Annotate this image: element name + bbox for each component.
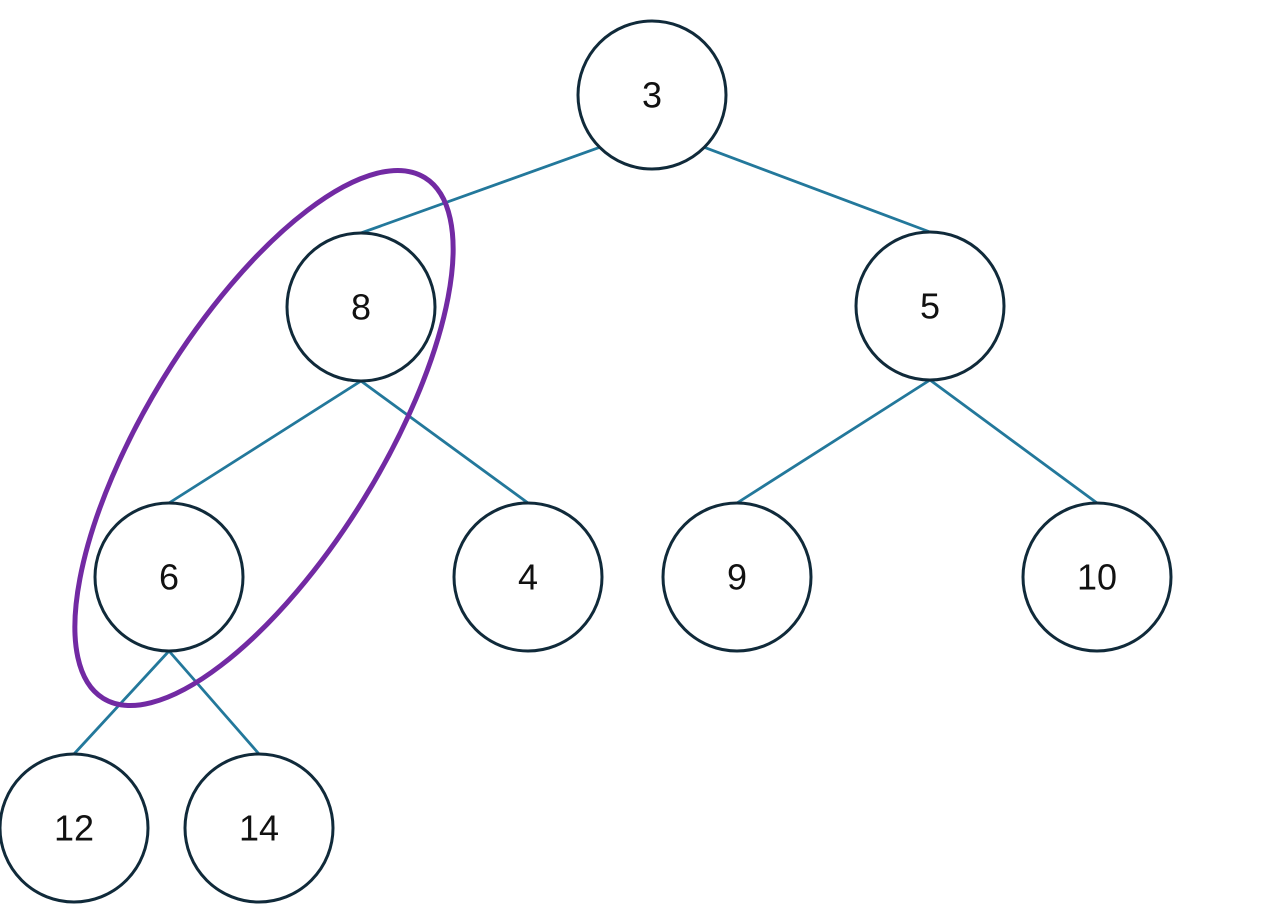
highlight-ellipse — [72, 167, 456, 709]
node-label-14: 14 — [239, 808, 279, 849]
node-label-4: 4 — [518, 557, 538, 598]
tree-node-9: 9 — [661, 501, 813, 653]
node-label-3: 3 — [642, 75, 662, 116]
tree-edge-6-14 — [167, 650, 261, 755]
tree-node-8: 8 — [285, 231, 437, 383]
tree-node-12: 12 — [0, 752, 150, 904]
tree-edge-3-5 — [703, 146, 931, 234]
node-label-10: 10 — [1077, 557, 1117, 598]
node-label-5: 5 — [920, 286, 940, 327]
node-label-9: 9 — [727, 557, 747, 598]
tree-edge-8-4 — [360, 379, 529, 505]
node-label-12: 12 — [54, 808, 94, 849]
node-circle-9 — [661, 501, 813, 653]
tree-edge-8-6 — [168, 379, 362, 505]
tree-edge-3-8 — [360, 146, 601, 235]
node-label-6: 6 — [159, 557, 179, 598]
node-circle-10 — [1021, 501, 1173, 653]
tree-node-10: 10 — [1021, 501, 1173, 653]
highlight-layer — [72, 167, 456, 709]
edges-layer — [72, 146, 1098, 755]
node-circle-4 — [452, 501, 604, 653]
node-circle-8 — [285, 231, 437, 383]
tree-node-4: 4 — [452, 501, 604, 653]
node-label-8: 8 — [351, 287, 371, 328]
node-circle-6 — [93, 501, 245, 653]
tree-edge-5-9 — [736, 378, 931, 505]
node-circle-3 — [576, 19, 728, 171]
node-circle-5 — [854, 230, 1006, 382]
tree-edge-5-10 — [929, 378, 1098, 505]
tree-node-6: 6 — [93, 501, 245, 653]
tree-node-14: 14 — [183, 752, 335, 904]
node-circle-12 — [0, 752, 150, 904]
nodes-layer: 3 8 5 6 4 9 10 12 14 — [0, 19, 1173, 904]
tree-node-3: 3 — [576, 19, 728, 171]
tree-node-5: 5 — [854, 230, 1006, 382]
node-circle-14 — [183, 752, 335, 904]
